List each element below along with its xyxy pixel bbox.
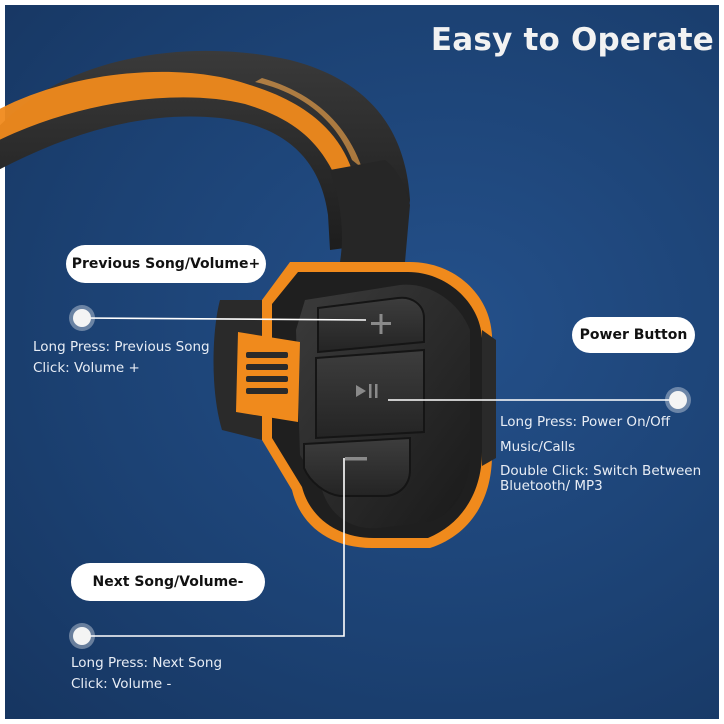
desc-line: Click: Volume -: [71, 676, 172, 692]
callout-label-power: Power Button: [572, 317, 695, 353]
desc-line: Long Press: Next Song: [71, 655, 223, 671]
desc-line: Click: Volume +: [33, 360, 140, 376]
desc-line: Long Press: Power On/Off: [500, 414, 671, 430]
callout-desc-power: Long Press: Power On/Off Music/Calls Dou…: [500, 414, 714, 494]
ear-hook-band: [0, 50, 410, 262]
page-title: Easy to Operate: [430, 22, 714, 58]
orange-grip: [236, 332, 300, 422]
desc-line: Music/Calls: [500, 439, 576, 455]
callout-label-previous: Previous Song/Volume+: [66, 245, 266, 283]
callout-label-next: Next Song/Volume-: [71, 563, 265, 601]
callout-desc-next: Long Press: Next Song Click: Volume -: [71, 653, 222, 695]
callout-desc-previous: Long Press: Previous Song Click: Volume …: [33, 337, 210, 379]
desc-line: Long Press: Previous Song: [33, 339, 210, 355]
control-button-volume-down[interactable]: [303, 436, 411, 497]
minus-icon: [345, 457, 367, 461]
callout-dot-next: [73, 627, 91, 645]
desc-line: Double Click: Switch Between Bluetooth/ …: [500, 463, 702, 494]
callout-dot-power: [669, 391, 687, 409]
callout-dot-previous: [73, 309, 91, 327]
